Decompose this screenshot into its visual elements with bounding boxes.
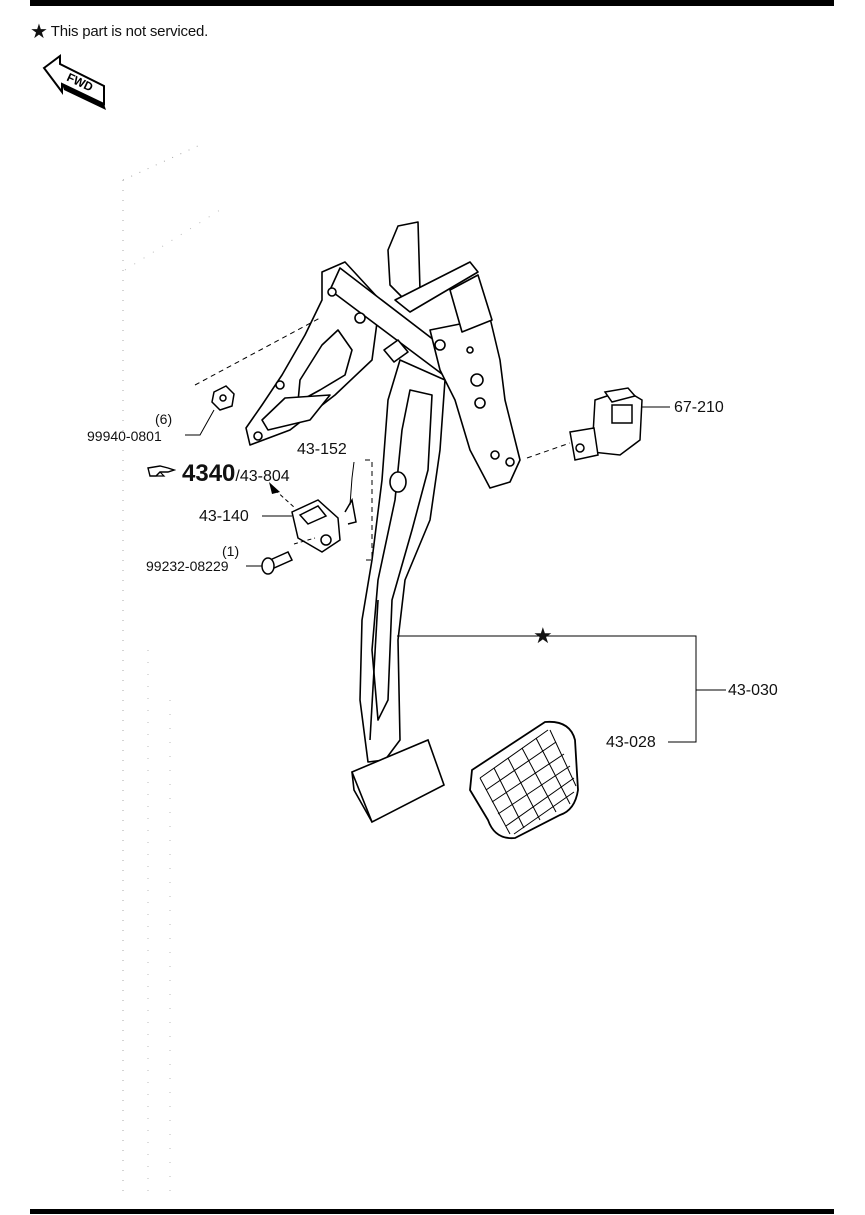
bolt (261, 551, 294, 575)
pedal-bracket (245, 221, 521, 489)
stopper-part-label[interactable]: 43-140 (199, 508, 249, 525)
brake-switch (569, 387, 643, 461)
nut-qty: (6) (155, 411, 173, 427)
leader-lines (185, 317, 726, 743)
not-serviced-note: ★This part is not serviced. (30, 19, 208, 44)
stopper (291, 499, 341, 553)
nut-part-label[interactable]: 99940-0801 (87, 428, 162, 444)
not-serviced-star-icon: ★ (533, 623, 553, 648)
pedal-plate (350, 738, 445, 824)
ref-separator: / (235, 468, 240, 485)
bolt-part-label[interactable]: 99232-08229 (146, 558, 229, 574)
clip-part-label[interactable]: 43-152 (297, 441, 347, 458)
section-ref[interactable]: 4340 (182, 460, 236, 487)
dot-guides (122, 144, 221, 1195)
bolt-qty: (1) (222, 543, 240, 559)
bottom-border (30, 1209, 834, 1214)
reference-hand-icon (147, 465, 176, 477)
top-border (30, 0, 834, 6)
fwd-arrow-icon: FWD (42, 54, 106, 110)
pedal-arm (359, 359, 446, 763)
note-text: This part is not serviced. (50, 23, 209, 40)
ref-part[interactable]: 43-804 (239, 468, 290, 485)
star-icon: ★ (30, 21, 48, 43)
clip (344, 497, 357, 525)
switch-part-label[interactable]: 67-210 (674, 399, 724, 416)
pedal-pad (469, 720, 579, 840)
pedal-assembly-part-label[interactable]: 43-030 (728, 682, 778, 699)
reference-callout[interactable]: 4340/43-804 (182, 460, 290, 488)
pad-part-label[interactable]: 43-028 (606, 734, 656, 751)
nut (211, 385, 235, 411)
